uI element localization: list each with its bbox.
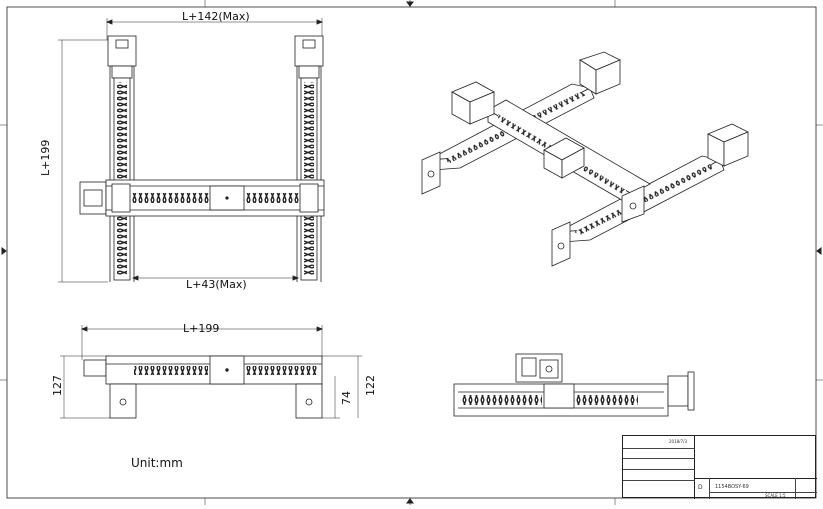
inner-width-dimension: L+43(Max): [186, 278, 247, 291]
isometric-view: [421, 51, 749, 267]
front-view: [453, 353, 695, 417]
side-height-right-dimension: 122: [364, 375, 377, 396]
title-block: 2018/7/3 D 1154BOSY-69 SCALE 1:5: [622, 435, 817, 499]
left-height-dimension: L+199: [39, 139, 52, 176]
top-width-dimension: L+142(Max): [182, 10, 250, 23]
side-view: [60, 325, 362, 419]
top-view: [58, 18, 325, 283]
drawing-scale: SCALE 1:5: [765, 493, 786, 498]
side-height-left-dimension: 127: [51, 375, 64, 396]
sheet-size: D: [698, 484, 703, 491]
drawing-number: 1154BOSY-69: [715, 484, 749, 490]
side-length-dimension: L+199: [183, 322, 220, 335]
drawn-date: 2018/7/3: [669, 439, 687, 444]
units-note: Unit:mm: [131, 456, 183, 470]
side-height-inner-dimension: 74: [340, 391, 353, 405]
